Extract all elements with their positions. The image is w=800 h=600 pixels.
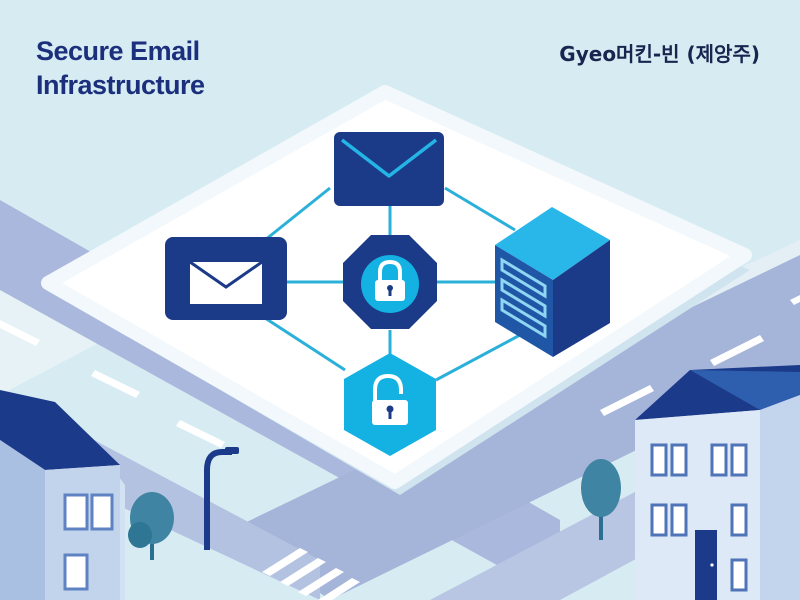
connector-lines — [264, 186, 521, 382]
tree-right — [581, 459, 621, 540]
location-label: Gyeo머킨-빈 (제앙주) — [559, 42, 760, 66]
title-line-2: Infrastructure — [36, 70, 205, 100]
unlocked-padlock-icon — [344, 353, 436, 456]
tree-left — [128, 492, 174, 560]
envelope-top-icon — [334, 132, 444, 206]
locked-padlock-icon — [343, 235, 437, 329]
road-diagonal-right — [230, 255, 800, 600]
envelope-left-icon — [165, 237, 287, 320]
house-left — [0, 390, 125, 600]
server-icon — [495, 207, 610, 357]
street-lamp — [204, 447, 239, 550]
house-right — [635, 365, 800, 600]
title-line-1: Secure Email — [36, 36, 200, 66]
lane-markings — [0, 295, 800, 448]
page-title: Secure Email Infrastructure — [36, 34, 205, 102]
crosswalk — [262, 548, 360, 600]
